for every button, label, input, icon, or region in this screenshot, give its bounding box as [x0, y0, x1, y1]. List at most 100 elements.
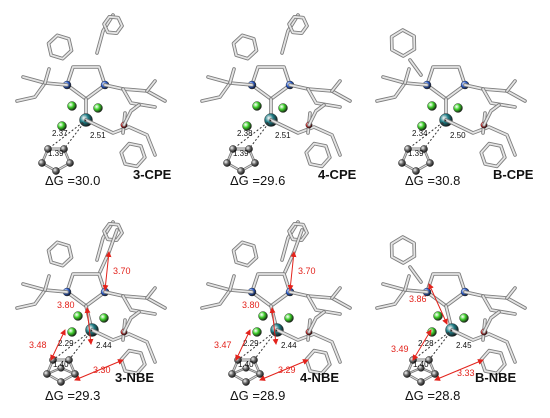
distance-arrow — [74, 359, 124, 381]
bond-length-label: 2.51 — [275, 131, 291, 140]
structure-b-cpe: 2.34 2.50 1.39 ΔG =30.8 B-CPE — [375, 28, 534, 188]
chlorine-atom — [67, 327, 77, 337]
distance-arrow — [259, 359, 309, 381]
structure-name: 4-CPE — [318, 167, 357, 182]
delta-g-label: ΔG =29.3 — [45, 388, 100, 403]
carbon-atom — [426, 159, 434, 167]
chlorine-atom — [278, 103, 288, 113]
delta-g-label: ΔG =30.8 — [405, 173, 460, 188]
carbon-atom — [417, 378, 425, 386]
distance-arrow — [235, 329, 251, 361]
carbon-atom — [44, 145, 52, 153]
carbon-atom — [242, 378, 250, 386]
bond-length-label: 2.29 — [243, 339, 259, 348]
chlorine-atom — [93, 103, 103, 113]
chlorine-atom — [459, 313, 469, 323]
carbon-atom — [71, 370, 79, 378]
distance-label: 3.86 — [409, 294, 427, 304]
bond-length-label: 2.28 — [418, 339, 434, 348]
carbon-atom — [60, 145, 68, 153]
chlorine-atom — [427, 101, 437, 111]
bond-length-label: 2.51 — [90, 131, 106, 140]
structure-name: 3-CPE — [133, 167, 172, 182]
carbon-atom — [404, 145, 412, 153]
distance-label: 3.70 — [113, 266, 131, 276]
distance-label: 3.80 — [242, 300, 260, 310]
bond-length-label: 1.40 — [53, 360, 69, 369]
bond-length-label: 1.40 — [238, 360, 254, 369]
chlorine-atom — [284, 313, 294, 323]
delta-g-label: ΔG =30.0 — [45, 173, 100, 188]
chlorine-atom — [258, 311, 268, 321]
chlorine-atom — [427, 327, 437, 337]
chlorine-atom — [67, 101, 77, 111]
structure-name: 3-NBE — [115, 370, 154, 385]
chlorine-atom — [57, 121, 67, 131]
chlorine-atom — [453, 103, 463, 113]
distance-arrow — [287, 251, 297, 291]
carbon-atom — [38, 159, 46, 167]
bond-length-label: 1.40 — [413, 360, 429, 369]
distance-label: 3.49 — [391, 344, 409, 354]
structure-3-cpe: 2.37 2.51 1.39 ΔG =30.0 3-CPE — [15, 13, 172, 188]
bond-length-label: 2.45 — [456, 341, 472, 350]
distance-label: 3.48 — [29, 340, 47, 350]
chlorine-atom — [417, 121, 427, 131]
structure-name: B-CPE — [493, 167, 534, 182]
bond-length-label: 2.29 — [58, 339, 74, 348]
carbon-atom — [245, 145, 253, 153]
chlorine-atom — [99, 313, 109, 323]
bond-length-label: 1.39 — [233, 149, 249, 158]
carbon-atom — [228, 370, 236, 378]
chlorine-atom — [73, 311, 83, 321]
structure-4-cpe: 2.38 2.51 1.39 ΔG =29.6 4-CPE — [200, 13, 357, 188]
distance-label: 3.47 — [214, 340, 232, 350]
carbon-atom — [57, 378, 65, 386]
structure-name: 4-NBE — [300, 370, 339, 385]
distance-label: 3.29 — [278, 365, 296, 375]
bond-length-label: 2.44 — [96, 341, 112, 350]
carbon-atom — [431, 370, 439, 378]
delta-g-label: ΔG =28.9 — [230, 388, 285, 403]
distance-label: 3.80 — [57, 300, 75, 310]
carbon-atom — [229, 145, 237, 153]
carbon-atom — [43, 370, 51, 378]
carbon-atom — [223, 159, 231, 167]
bond-length-label: 2.34 — [412, 129, 428, 138]
structure-4-nbe: 2.29 2.44 1.40 3.70 3.80 3.47 3.29 ΔG =28.9 4-NB… — [200, 220, 352, 403]
delta-g-label: ΔG =28.8 — [405, 388, 460, 403]
carbon-atom — [57, 364, 65, 372]
carbon-atom — [398, 159, 406, 167]
carbon-atom — [251, 159, 259, 167]
distance-arrow — [428, 283, 448, 325]
chlorine-atom — [252, 101, 262, 111]
delta-g-label: ΔG =29.6 — [230, 173, 285, 188]
carbon-atom — [242, 364, 250, 372]
carbon-atom — [52, 167, 60, 175]
distance-arrow — [412, 329, 432, 361]
distance-label: 3.30 — [93, 365, 111, 375]
bond-length-label: 2.44 — [281, 341, 297, 350]
carbon-atom — [412, 167, 420, 175]
carbon-atom — [420, 145, 428, 153]
bond-length-label: 2.37 — [52, 129, 68, 138]
structure-name: B-NBE — [475, 370, 516, 385]
distance-arrow — [84, 307, 94, 345]
bond-length-label: 1.39 — [408, 149, 424, 158]
bond-length-label: 1.39 — [48, 149, 64, 158]
bond-length-label: 2.38 — [237, 129, 253, 138]
distance-arrow — [269, 307, 279, 345]
distance-arrow — [434, 359, 484, 381]
chlorine-atom — [252, 327, 262, 337]
carbon-atom — [66, 159, 74, 167]
carbon-atom — [417, 364, 425, 372]
distance-arrow — [50, 329, 66, 361]
distance-arrow — [102, 251, 112, 291]
structure-3-nbe: 2.29 2.44 1.40 3.70 3.80 3.48 3.30 ΔG =29.3 3-NB… — [15, 220, 167, 403]
bond-length-label: 2.50 — [450, 131, 466, 140]
distance-label: 3.70 — [298, 266, 316, 276]
carbon-atom — [256, 370, 264, 378]
chlorine-atom — [242, 121, 252, 131]
